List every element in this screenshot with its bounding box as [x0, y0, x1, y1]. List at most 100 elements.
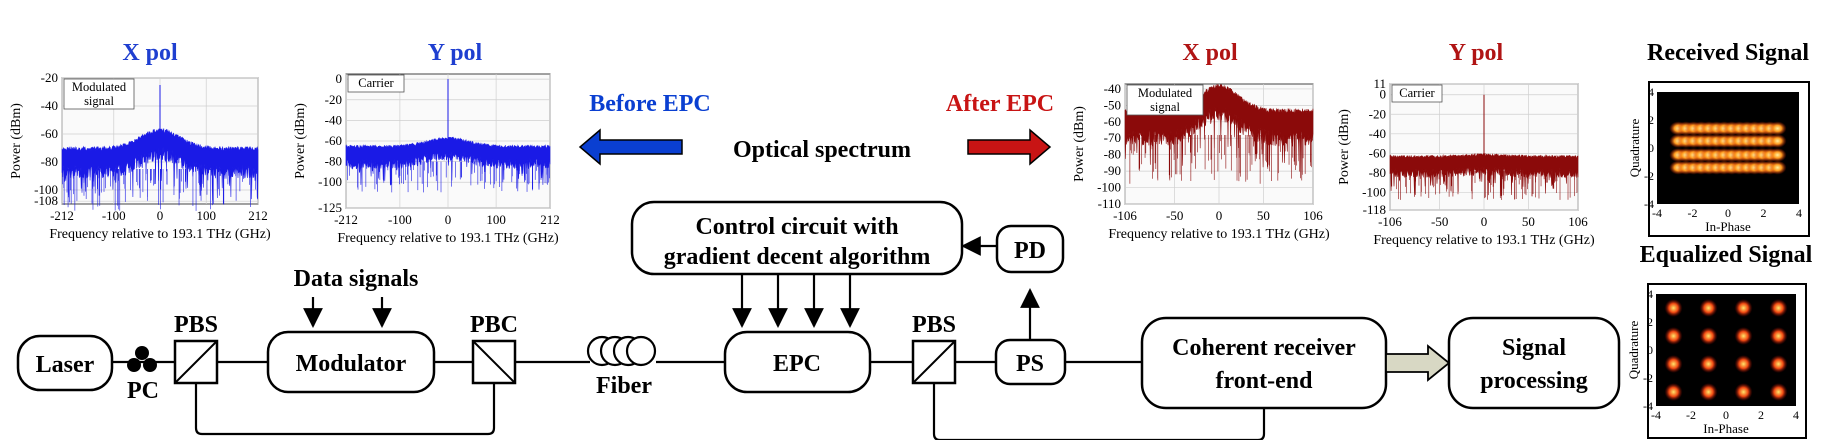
y-tick-label: -110 — [1098, 196, 1121, 211]
chart-title: Y pol — [1449, 40, 1504, 66]
y-tick-label: -108 — [34, 193, 58, 208]
constellation-point — [1769, 299, 1788, 317]
coherent-receiver-label-line2: front-end — [1216, 368, 1314, 394]
ps-block — [994, 338, 1067, 386]
x-tick-label: 0 — [1723, 408, 1729, 422]
legend-text: signal — [1150, 100, 1180, 114]
x-tick-label: 4 — [1793, 408, 1799, 422]
constellation-points — [1664, 299, 1788, 401]
x-tick-label: 212 — [248, 208, 268, 223]
constellation-point — [1699, 383, 1718, 401]
x-axis-label: Frequency relative to 193.1 THz (GHz) — [1373, 233, 1595, 248]
y-tick-label: -80 — [1369, 165, 1386, 180]
pd-block — [995, 224, 1065, 274]
x-tick-label: 212 — [540, 212, 560, 227]
x-tick-label: -100 — [388, 212, 412, 227]
y-tick-label: -60 — [325, 133, 342, 148]
constellation-point — [1699, 327, 1718, 345]
legend-text: Modulated — [72, 80, 127, 94]
coherent-receiver-label-line1: Coherent receiver — [1172, 335, 1356, 361]
x-tick-label: 0 — [1481, 214, 1488, 229]
laser-label: Laser — [36, 352, 95, 378]
y-axis-label: Power (dBm) — [9, 103, 24, 179]
x-axis-label: Frequency relative to 193.1 THz (GHz) — [337, 231, 559, 246]
after-epc-label: After EPC — [946, 91, 1054, 117]
y-axis-label: Power (dBm) — [293, 103, 308, 179]
pd-label: PD — [1014, 238, 1046, 264]
y-tick-label: -20 — [41, 70, 58, 85]
constellation-point — [1734, 299, 1753, 317]
x-tick-label: -212 — [334, 212, 358, 227]
pc-label: PC — [127, 378, 159, 404]
legend-box — [63, 78, 135, 110]
pbs-left-label: PBS — [174, 312, 218, 338]
output-arrow — [1385, 344, 1451, 382]
laser-block — [16, 334, 114, 392]
y-axis-label: Power (dBm) — [1072, 106, 1087, 182]
y-tick-label: -80 — [1104, 147, 1121, 162]
pbs-right-splitter-line — [912, 340, 956, 384]
constellation-title: Equalized Signal — [1640, 242, 1813, 268]
x-tick-label: 0 — [1725, 206, 1731, 220]
legend-text: signal — [84, 94, 114, 108]
signal-processing-label-line2: processing — [1480, 368, 1588, 394]
polarization-controller-icon — [127, 346, 157, 372]
x-axis-label: In-Phase — [1703, 421, 1749, 436]
x-tick-label: -106 — [1378, 214, 1402, 229]
constellation-point — [1664, 383, 1683, 401]
coherent-receiver-block — [1140, 316, 1388, 410]
y-tick-label: 2 — [1648, 113, 1654, 127]
y-tick-label: 0 — [1648, 141, 1654, 155]
x-tick-label: 0 — [157, 208, 164, 223]
constellation-point — [1664, 327, 1683, 345]
chart-title: X pol — [1182, 40, 1238, 66]
pbs-left-splitter-line — [174, 340, 218, 384]
pbc-combiner-line — [472, 340, 516, 384]
before-epc-label: Before EPC — [589, 91, 711, 117]
x-tick-label: -100 — [102, 208, 126, 223]
y-tick-label: -60 — [1369, 145, 1386, 160]
y-tick-label: 4 — [1648, 85, 1654, 99]
y-tick-label: -2 — [1643, 371, 1653, 385]
legend-box — [347, 74, 405, 93]
y-tick-label: -20 — [1369, 106, 1386, 121]
legend-box — [1126, 84, 1204, 116]
x-tick-label: 50 — [1522, 214, 1535, 229]
optical-spectrum-label: Optical spectrum — [733, 137, 911, 163]
x-tick-label: -2 — [1688, 206, 1698, 220]
x-tick-label: -4 — [1651, 408, 1661, 422]
y-tick-label: 4 — [1647, 287, 1653, 301]
x-tick-label: 100 — [196, 208, 216, 223]
data-signals-label: Data signals — [294, 266, 419, 292]
constellation-point — [1769, 327, 1788, 345]
y-tick-label: -40 — [1104, 81, 1121, 96]
legend-text: Carrier — [1399, 86, 1435, 100]
y-tick-label: -100 — [1097, 180, 1121, 195]
y-tick-label: -40 — [1369, 126, 1386, 141]
x-tick-label: -212 — [50, 208, 74, 223]
signal-path — [112, 236, 1266, 440]
x-tick-label: -50 — [1166, 208, 1183, 223]
after-epc-arrow — [967, 128, 1052, 166]
x-tick-label: 4 — [1796, 206, 1802, 220]
signal-processing-label-line1: Signal — [1502, 335, 1566, 361]
chart-title: Y pol — [428, 40, 483, 66]
y-axis-label: Quadrature — [1626, 321, 1641, 380]
y-tick-label: -40 — [325, 112, 342, 127]
x-tick-label: 100 — [486, 212, 506, 227]
y-axis-label: Quadrature — [1627, 119, 1642, 178]
y-tick-label: -60 — [1104, 114, 1121, 129]
y-tick-label: 11 — [1373, 76, 1386, 91]
constellation-point — [1664, 355, 1683, 373]
constellation-blob — [1768, 134, 1787, 148]
constellation-title: Received Signal — [1647, 40, 1809, 66]
x-axis-label: In-Phase — [1705, 219, 1751, 234]
constellation-blob — [1768, 148, 1787, 162]
constellation-point — [1734, 383, 1753, 401]
pbc-label: PBC — [470, 312, 518, 338]
